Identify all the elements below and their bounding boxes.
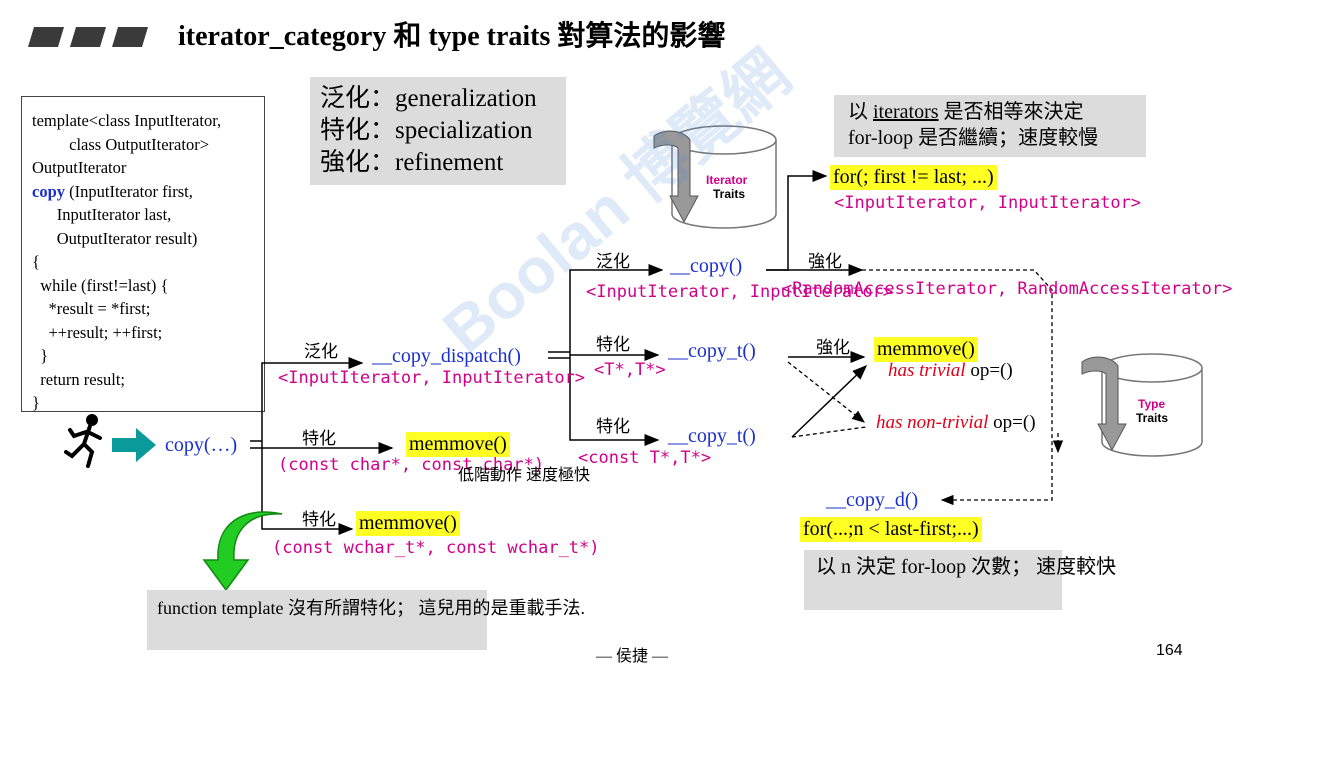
iterator-compare-rest: 是否相等來決定 (938, 101, 1084, 123)
copy-d-node: __copy_d() (826, 489, 919, 511)
copy-generic-params: <InputIterator, InputIterator> (586, 282, 894, 302)
green-curved-arrow-icon (202, 508, 286, 597)
memmove-wchar-params: (const wchar_t*, const wchar_t*) (272, 538, 600, 558)
has-non-trivial-italic: has non-trivial (876, 412, 989, 433)
iterator-traits-cylinder (650, 118, 780, 241)
copy-t-const-node: __copy_t() (668, 425, 756, 447)
code-line-6: OutputIterator result) (32, 228, 198, 248)
for-loop-input-params: <InputIterator, InputIterator> (834, 193, 1142, 213)
copy-t-ptr-params: <T*,T*> (594, 360, 666, 380)
edge-label-generalization-2: 泛化 (596, 252, 630, 271)
code-line-7: { (32, 252, 40, 271)
iterator-traits-label-1: Iterator (706, 173, 748, 187)
edge-label-specialization-1: 特化 (302, 429, 336, 448)
edge-label-refinement-1: 強化 (808, 252, 842, 271)
title-decoration (28, 26, 148, 53)
iterator-traits-label-2: Traits (713, 187, 746, 201)
code-box: template<class InputIterator, class Outp… (21, 96, 265, 412)
code-line-4-rest: (InputIterator first, (65, 181, 193, 201)
type-traits-cylinder (1080, 348, 1204, 469)
type-traits-label-2: Traits (1136, 411, 1169, 425)
edge-label-specialization-2: 特化 (302, 510, 336, 529)
has-non-trivial-rest: op=() (988, 412, 1036, 433)
memmove-char-params: (const char*, const char*) (278, 455, 545, 475)
edge-label-specialization-4: 特化 (596, 417, 630, 436)
copy-generic-node: __copy() (670, 255, 743, 277)
code-line-4: copy (InputIterator first, (32, 180, 264, 204)
iterator-compare-prefix: 以 (848, 101, 873, 123)
function-template-note: function template 沒有所謂特化； 這兒用的是重載手法. (147, 590, 585, 650)
has-trivial-italic: has trivial (888, 360, 966, 381)
iterator-compare-line-2: for-loop 是否繼續；速度較慢 (848, 127, 1099, 149)
code-line-2: class OutputIterator> (32, 134, 210, 154)
iterator-compare-link: iterators (873, 101, 939, 123)
for-loop-n-node: for(...;n < last-first;...) (800, 517, 982, 542)
code-line-3: OutputIterator (32, 158, 127, 177)
code-line-9: *result = *first; (32, 299, 151, 318)
term-refinement: 強化：refinement (320, 149, 504, 176)
copy-dispatch-node: __copy_dispatch() (372, 345, 521, 367)
iterator-compare-line-1: 以 iterators 是否相等來決定 (848, 99, 1146, 125)
code-line-11: } (32, 346, 49, 365)
for-loop-input-node: for(; first != last; ...) (830, 165, 997, 190)
memmove-trivial-node: memmove() (874, 337, 978, 362)
n-decides-note: 以 n 決定 for-loop 次數； 速度較快 (804, 550, 1116, 610)
edge-label-specialization-3: 特化 (596, 335, 630, 354)
code-line-10: ++result; ++first; (32, 322, 163, 342)
random-access-params: <RandomAccessIterator, RandomAccessItera… (782, 279, 1233, 299)
has-trivial-label: has trivial op=() (888, 360, 1013, 382)
term-specialization: 特化：specialization (320, 117, 533, 144)
page-number: 164 (1156, 642, 1183, 659)
teal-arrow-icon (112, 428, 156, 467)
has-non-trivial-label: has non-trivial op=() (876, 412, 1036, 434)
slide-title: iterator_category 和 type traits 對算法的影響 (178, 21, 726, 52)
copy-t-const-params: <const T*,T*> (578, 448, 712, 468)
code-line-13: } (32, 393, 40, 412)
code-line-5: InputIterator last, (32, 205, 172, 224)
copy-call: copy(…) (165, 434, 238, 456)
copy-t-ptr-node: __copy_t() (668, 340, 756, 362)
memmove-wchar-node: memmove() (356, 511, 460, 536)
code-line-12: return result; (32, 369, 126, 389)
code-line-8: while (first!=last) { (32, 275, 169, 295)
type-traits-label-1: Type (1138, 397, 1166, 411)
terms-box: 泛化：generalization 特化：specialization 強化：r… (310, 77, 566, 185)
edge-label-generalization-1: 泛化 (304, 342, 338, 361)
footer-author: — 侯捷 — (596, 648, 669, 665)
copy-dispatch-params: <InputIterator, InputIterator> (278, 368, 586, 388)
running-man-icon (62, 412, 106, 473)
low-level-note: 低階動作 速度極快 (458, 467, 591, 484)
iterator-compare-note: 以 iterators 是否相等來決定 for-loop 是否繼續；速度較慢 (834, 95, 1146, 157)
term-generalization: 泛化：generalization (320, 85, 537, 112)
has-trivial-rest: op=() (965, 360, 1013, 381)
memmove-char-node: memmove() (406, 432, 510, 457)
edge-label-refinement-2: 強化 (816, 338, 850, 357)
code-keyword-copy: copy (32, 181, 65, 201)
code-line-1: template<class InputIterator, (32, 111, 222, 130)
